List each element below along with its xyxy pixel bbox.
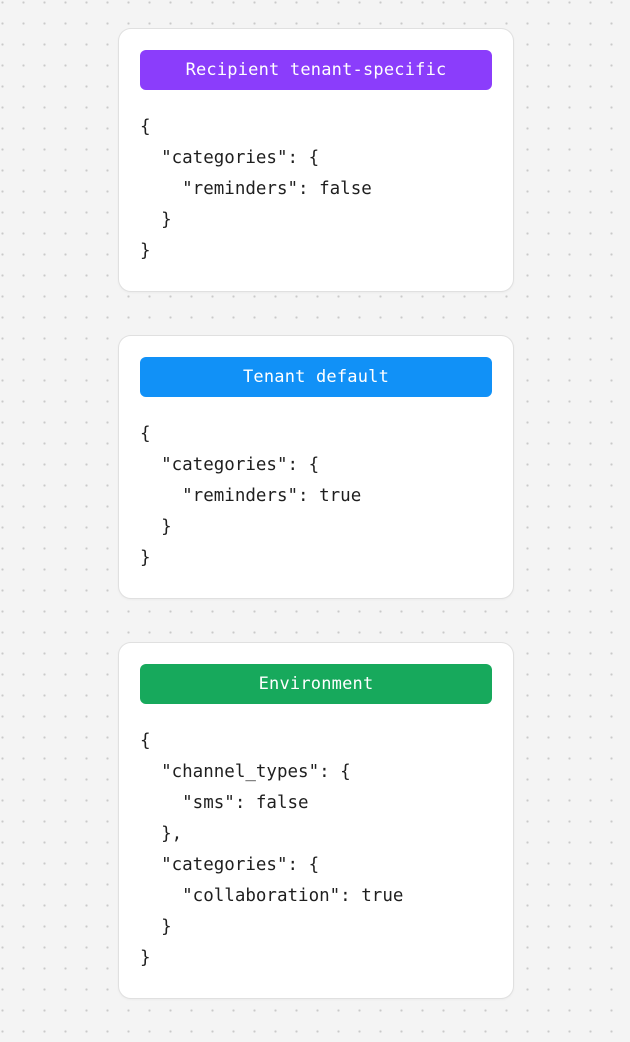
card-badge-environment: Environment [140, 664, 492, 704]
card-code-tenant-default: { "categories": { "reminders": true } } [140, 424, 362, 568]
card-code-environment: { "channel_types": { "sms": false }, "ca… [140, 731, 404, 968]
card-code-recipient-tenant-specific: { "categories": { "reminders": false } } [140, 117, 372, 261]
preference-cards-list: Recipient tenant-specific { "categories"… [119, 29, 513, 998]
card-environment: Environment { "channel_types": { "sms": … [119, 643, 513, 998]
card-tenant-default: Tenant default { "categories": { "remind… [119, 336, 513, 598]
card-badge-tenant-default: Tenant default [140, 357, 492, 397]
card-recipient-tenant-specific: Recipient tenant-specific { "categories"… [119, 29, 513, 291]
card-badge-recipient-tenant-specific: Recipient tenant-specific [140, 50, 492, 90]
